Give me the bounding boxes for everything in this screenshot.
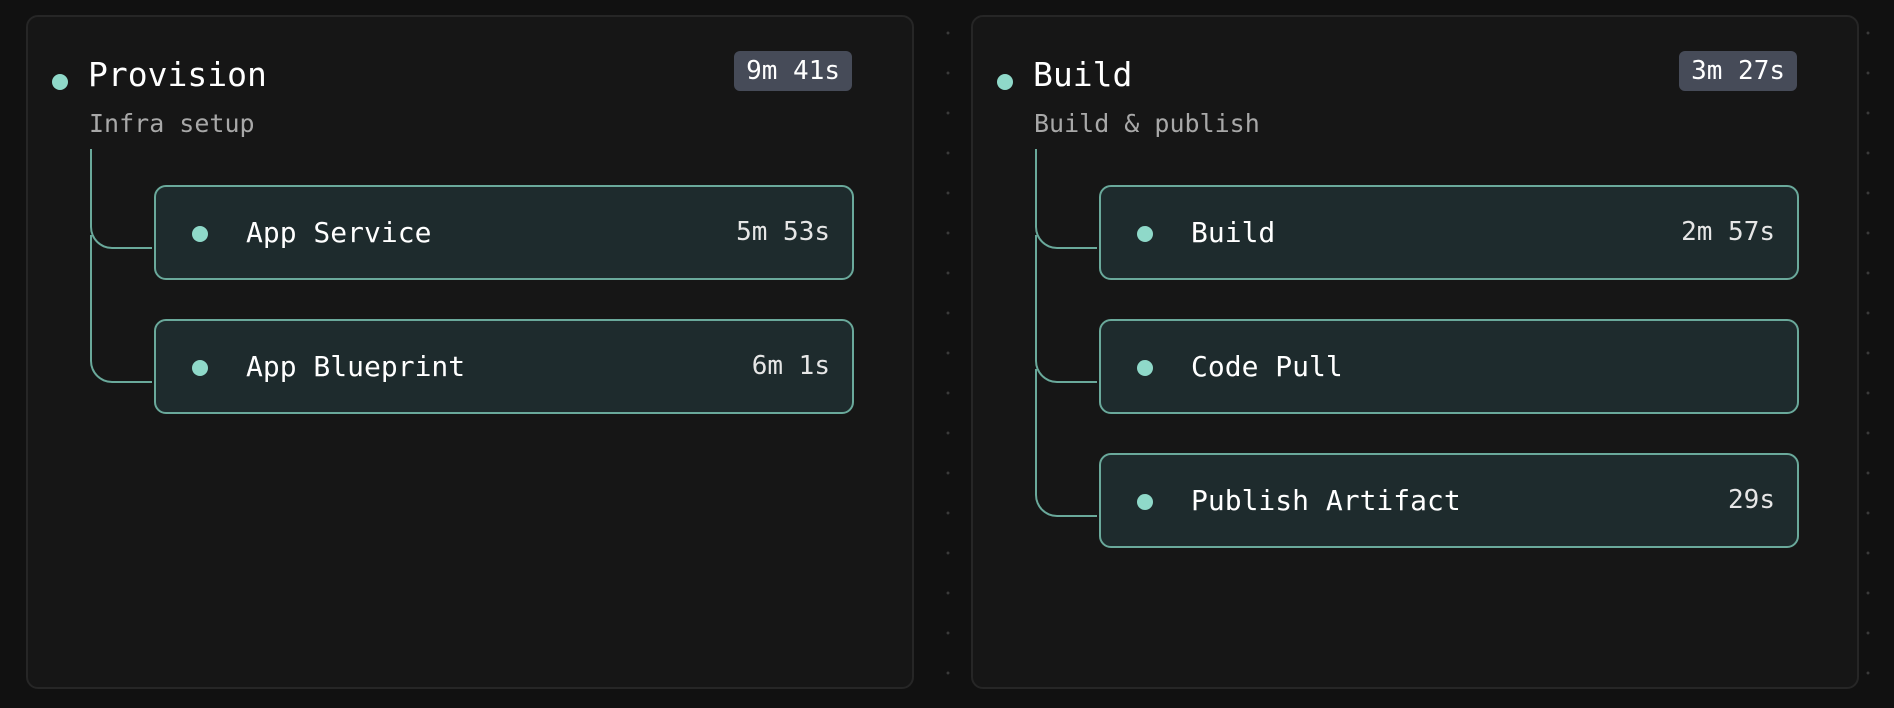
tree-connector [90, 149, 152, 249]
stage-card-provision[interactable]: Provision Infra setup 9m 41s App Service… [26, 15, 914, 689]
job-name: Code Pull [1191, 350, 1343, 383]
job-status-dot [1137, 494, 1153, 510]
job-card-publish-artifact[interactable]: Publish Artifact 29s [1099, 453, 1799, 548]
job-card-app-blueprint[interactable]: App Blueprint 6m 1s [154, 319, 854, 414]
job-status-dot [1137, 360, 1153, 376]
job-duration: 6m 1s [751, 351, 830, 381]
job-status-dot [192, 360, 208, 376]
tree-connector [90, 235, 152, 383]
job-duration: 29s [1728, 485, 1775, 515]
job-status-dot [192, 226, 208, 242]
stage-card-build[interactable]: Build Build & publish 3m 27s Build 2m 57… [971, 15, 1859, 689]
stage-subtitle: Build & publish [1034, 109, 1260, 138]
job-name: App Service [246, 216, 432, 249]
job-card-code-pull[interactable]: Code Pull [1099, 319, 1799, 414]
tree-connector [1035, 149, 1097, 249]
job-card-build[interactable]: Build 2m 57s [1099, 185, 1799, 280]
job-name: Publish Artifact [1191, 484, 1461, 517]
stage-duration-badge: 3m 27s [1679, 51, 1797, 91]
stage-status-dot [997, 74, 1013, 90]
job-duration: 2m 57s [1681, 217, 1775, 247]
tree-connector [1035, 235, 1097, 383]
job-card-app-service[interactable]: App Service 5m 53s [154, 185, 854, 280]
job-status-dot [1137, 226, 1153, 242]
stage-duration-badge: 9m 41s [734, 51, 852, 91]
job-duration: 5m 53s [736, 217, 830, 247]
stage-subtitle: Infra setup [89, 109, 255, 138]
stage-title: Build [1033, 55, 1133, 94]
tree-connector [1035, 369, 1097, 517]
job-name: Build [1191, 216, 1276, 249]
stage-title: Provision [88, 55, 267, 94]
stage-status-dot [52, 74, 68, 90]
job-name: App Blueprint [246, 350, 466, 383]
